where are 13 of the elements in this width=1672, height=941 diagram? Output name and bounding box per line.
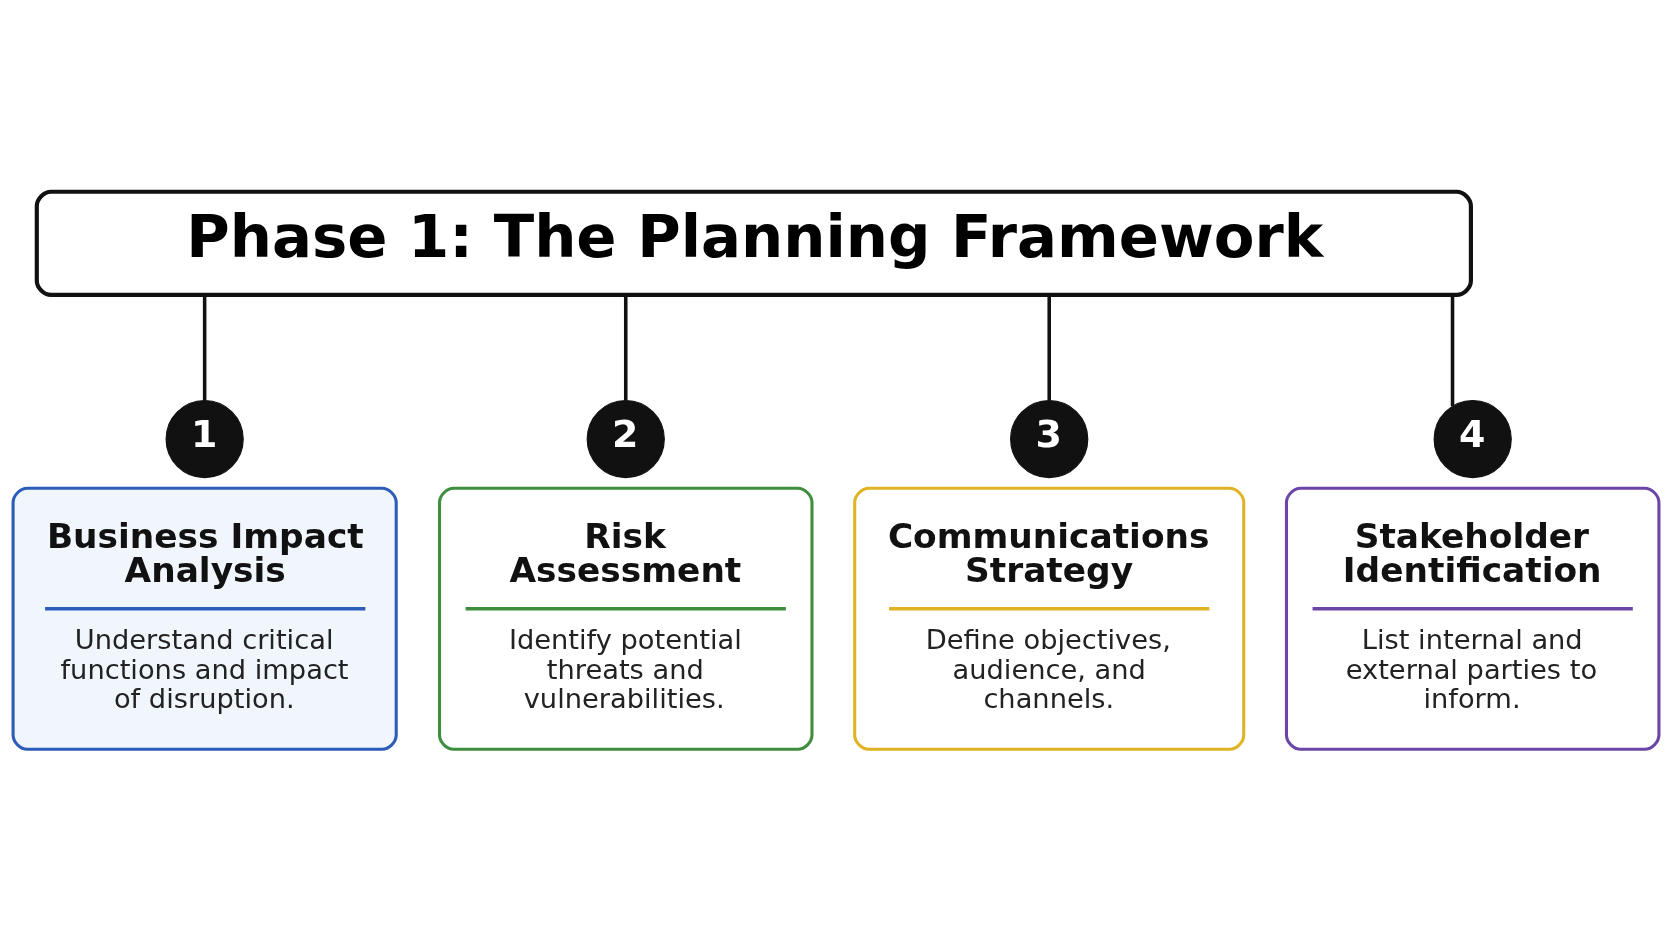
connector xyxy=(1047,295,1051,401)
node-box: Phase 1: The Planning Framework xyxy=(34,189,1473,297)
node-box: Business Impact Analysis Understand critical functions and impact of disruption. xyxy=(11,486,398,751)
node-box: Risk Assessment Identify potential threats and vulnerabilities. xyxy=(437,486,814,751)
connector xyxy=(202,295,207,401)
connector xyxy=(1450,295,1455,406)
connector xyxy=(623,295,628,401)
node-box: Communications Strategy Define objectives, audience, and channels. xyxy=(853,486,1246,751)
node-circle: 2 xyxy=(586,399,665,479)
node-circle: 1 xyxy=(165,399,244,479)
node-box: Stakeholder Identification List internal and external parties to inform. xyxy=(1284,486,1661,751)
node-circle: 3 xyxy=(1010,399,1089,479)
node-circle: 4 xyxy=(1433,399,1512,479)
